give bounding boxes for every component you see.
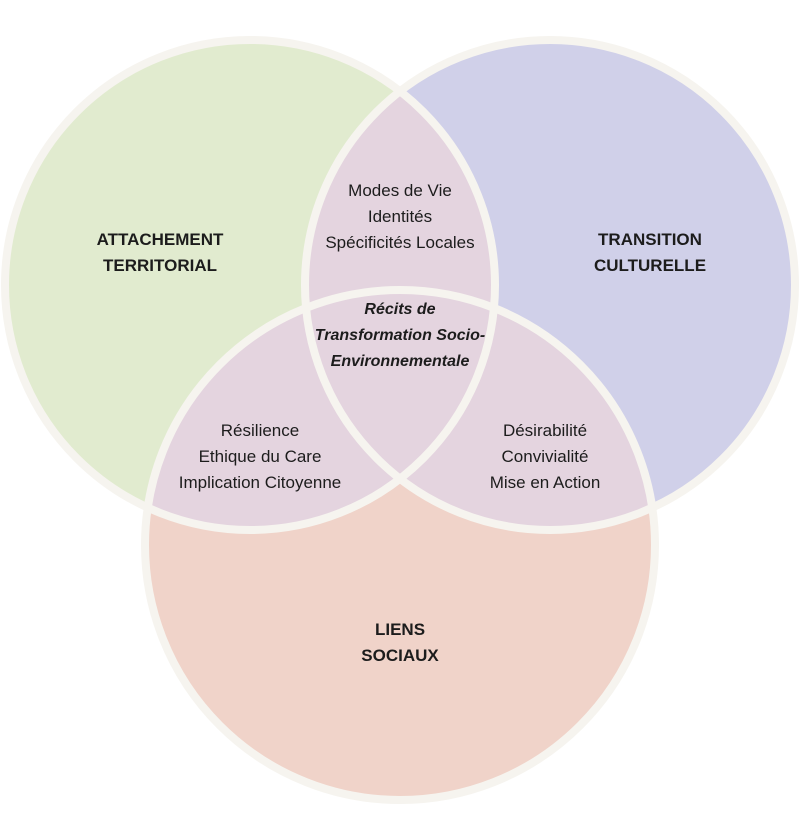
overlap-culturelle-sociaux <box>305 290 655 530</box>
overlap-territorial-sociaux <box>145 290 495 530</box>
